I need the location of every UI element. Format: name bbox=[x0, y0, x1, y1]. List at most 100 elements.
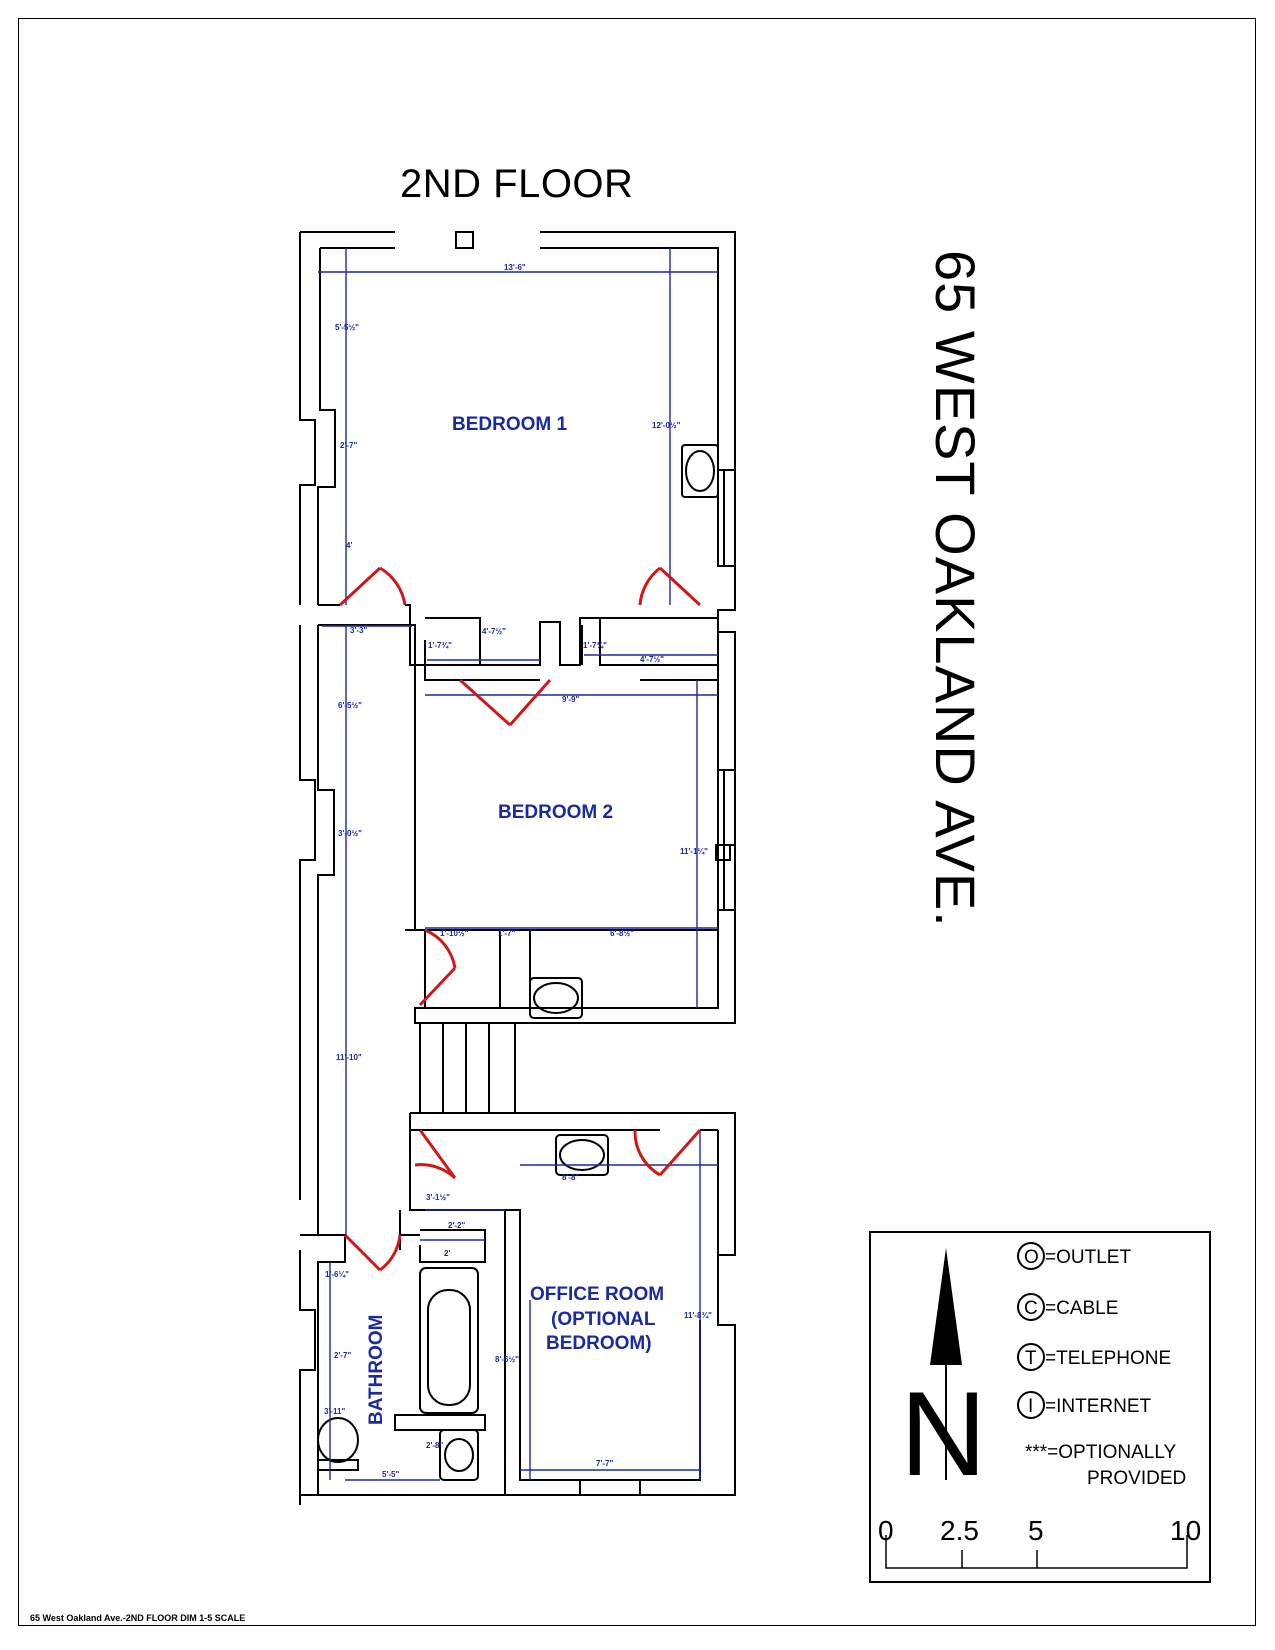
room-label-office-1: OFFICE ROOM bbox=[530, 1284, 664, 1305]
dim-label: 2'-7" bbox=[340, 441, 357, 450]
east-window-2 bbox=[717, 769, 725, 911]
legend-optional-2: PROVIDED bbox=[1087, 1468, 1186, 1489]
dim-label: 2'-8" bbox=[426, 1441, 443, 1450]
dim-label: 3'-3" bbox=[350, 626, 367, 635]
door-office-east bbox=[633, 1129, 702, 1177]
dim-label: 2' bbox=[444, 1249, 450, 1258]
dim-label: 1'-7" bbox=[498, 929, 515, 938]
west-wall-inner bbox=[317, 248, 336, 1235]
top-window bbox=[455, 231, 474, 249]
dim-label: 2'-2" bbox=[448, 1221, 465, 1230]
legend-outlet: =OUTLET bbox=[1045, 1247, 1131, 1268]
toilet-tank bbox=[317, 1459, 359, 1471]
bedroom2-sink-bowl bbox=[533, 982, 579, 1014]
internet-symbol-icon bbox=[1017, 1391, 1045, 1419]
closet-walls bbox=[425, 617, 718, 666]
scale-tick-10: 10 bbox=[1170, 1515, 1201, 1546]
room-label-office-2: (OPTIONAL bbox=[551, 1309, 656, 1330]
door-office-west bbox=[414, 1129, 457, 1180]
dim-label: 7'-7" bbox=[596, 1459, 613, 1468]
legend-cable: =CABLE bbox=[1045, 1298, 1118, 1319]
bathroom-walls bbox=[300, 1210, 486, 1495]
office-north-wall bbox=[300, 1112, 736, 1496]
west-wall-outer bbox=[299, 232, 316, 1505]
room-label-office-3: BEDROOM) bbox=[546, 1333, 652, 1354]
legend-telephone: =TELEPHONE bbox=[1045, 1348, 1171, 1369]
vanity bbox=[394, 1414, 486, 1431]
room-label-bedroom1: BEDROOM 1 bbox=[452, 414, 568, 435]
scale-bar: 0 2.5 5 10 bbox=[878, 1515, 1201, 1569]
dim-label: 11'-8¾" bbox=[684, 1311, 712, 1320]
dimension-labels: 13'-6" 5'-5½" 12'-0½" 2'-7" 4' 3'-3" 1'-… bbox=[324, 263, 712, 1479]
walls bbox=[299, 231, 736, 1505]
fixtures bbox=[529, 444, 719, 1176]
dim-label: 1'-10½" bbox=[440, 929, 469, 938]
door-bedroom1-west bbox=[338, 566, 407, 607]
dim-label: 6'-8½" bbox=[610, 929, 634, 938]
east-window-1 bbox=[717, 469, 725, 567]
doors bbox=[338, 566, 702, 1272]
dim-label: 4' bbox=[346, 541, 352, 550]
scale-tick-5: 5 bbox=[1028, 1515, 1044, 1546]
east-vent bbox=[715, 844, 731, 861]
door-bedroom2-closet bbox=[418, 928, 457, 1007]
telephone-symbol-icon bbox=[1017, 1343, 1045, 1371]
door-bedroom1-east bbox=[638, 566, 702, 607]
room-label-bathroom: BATHROOM bbox=[366, 1315, 387, 1425]
bedroom2-sink bbox=[529, 977, 583, 1019]
legend-internet: =INTERNET bbox=[1045, 1396, 1151, 1417]
dim-label: 1'-7¾" bbox=[583, 641, 607, 650]
office-sink bbox=[555, 1134, 609, 1176]
dim-label: 13'-6" bbox=[504, 263, 526, 272]
dim-label: 1'-6¼" bbox=[325, 1270, 349, 1279]
dim-label: 12'-0½" bbox=[652, 421, 681, 430]
outer-wall-top-inner bbox=[320, 247, 719, 470]
dim-label: 8'-8" bbox=[562, 1173, 579, 1182]
dim-label: 3'-1½" bbox=[426, 1193, 450, 1202]
scale-tick-0: 0 bbox=[878, 1515, 894, 1546]
dim-label: 2'-7" bbox=[334, 1351, 351, 1360]
dim-label: 4'-7½" bbox=[640, 655, 664, 664]
scale-tick-2-5: 2.5 bbox=[940, 1515, 979, 1546]
door-bathroom bbox=[343, 1233, 402, 1272]
dim-label: 9'-9" bbox=[562, 695, 579, 704]
drawing-border bbox=[18, 18, 1256, 1626]
bedroom1-sink bbox=[681, 444, 719, 498]
outlet-symbol-icon bbox=[1017, 1242, 1045, 1270]
dim-label: 5'-5" bbox=[382, 1470, 399, 1479]
bedroom1-south-wall bbox=[318, 604, 718, 666]
outlet-symbol: O bbox=[1024, 1247, 1039, 1268]
drawing-footer-caption: 65 West Oakland Ave.-2ND FLOOR DIM 1-5 S… bbox=[30, 1613, 246, 1623]
north-letter: N bbox=[900, 1367, 987, 1501]
toilet-bowl bbox=[317, 1417, 359, 1463]
north-arrow-icon: N bbox=[900, 1248, 987, 1501]
dim-label: 11'-10" bbox=[336, 1053, 362, 1062]
dim-label: 8'-6½" bbox=[495, 1355, 519, 1364]
dim-label: 3'-11" bbox=[324, 1407, 345, 1416]
legend-optional-1: ***=OPTIONALLY bbox=[1025, 1442, 1177, 1463]
dim-label: 1'-7¾" bbox=[428, 641, 452, 650]
south-window bbox=[579, 1479, 641, 1496]
dim-label: 4'-7½" bbox=[482, 627, 506, 636]
office-sink-bowl bbox=[559, 1139, 605, 1171]
dim-label: 11'-1¼" bbox=[680, 847, 708, 856]
telephone-symbol: T bbox=[1025, 1348, 1037, 1369]
room-label-bedroom2: BEDROOM 2 bbox=[498, 802, 613, 823]
legend-box: N O =OUTLET C =CABLE T =TELEPHONE I =INT… bbox=[869, 1231, 1211, 1583]
bathtub-inner bbox=[427, 1289, 471, 1406]
dimension-lines bbox=[318, 248, 718, 1481]
bathtub bbox=[419, 1267, 479, 1414]
dim-label: 6'-5½" bbox=[338, 701, 362, 710]
internet-symbol: I bbox=[1028, 1396, 1033, 1417]
bedroom1-sink-bowl bbox=[685, 450, 715, 492]
east-wall bbox=[717, 469, 736, 940]
dim-label: 5'-5½" bbox=[335, 323, 359, 332]
dim-label: 3'-0½" bbox=[338, 829, 362, 838]
door-bedroom2 bbox=[458, 678, 552, 727]
cable-symbol-icon bbox=[1017, 1293, 1045, 1321]
bedroom1-south-wall-lower bbox=[318, 624, 718, 930]
cable-symbol: C bbox=[1024, 1298, 1038, 1319]
stairs bbox=[419, 1022, 516, 1114]
